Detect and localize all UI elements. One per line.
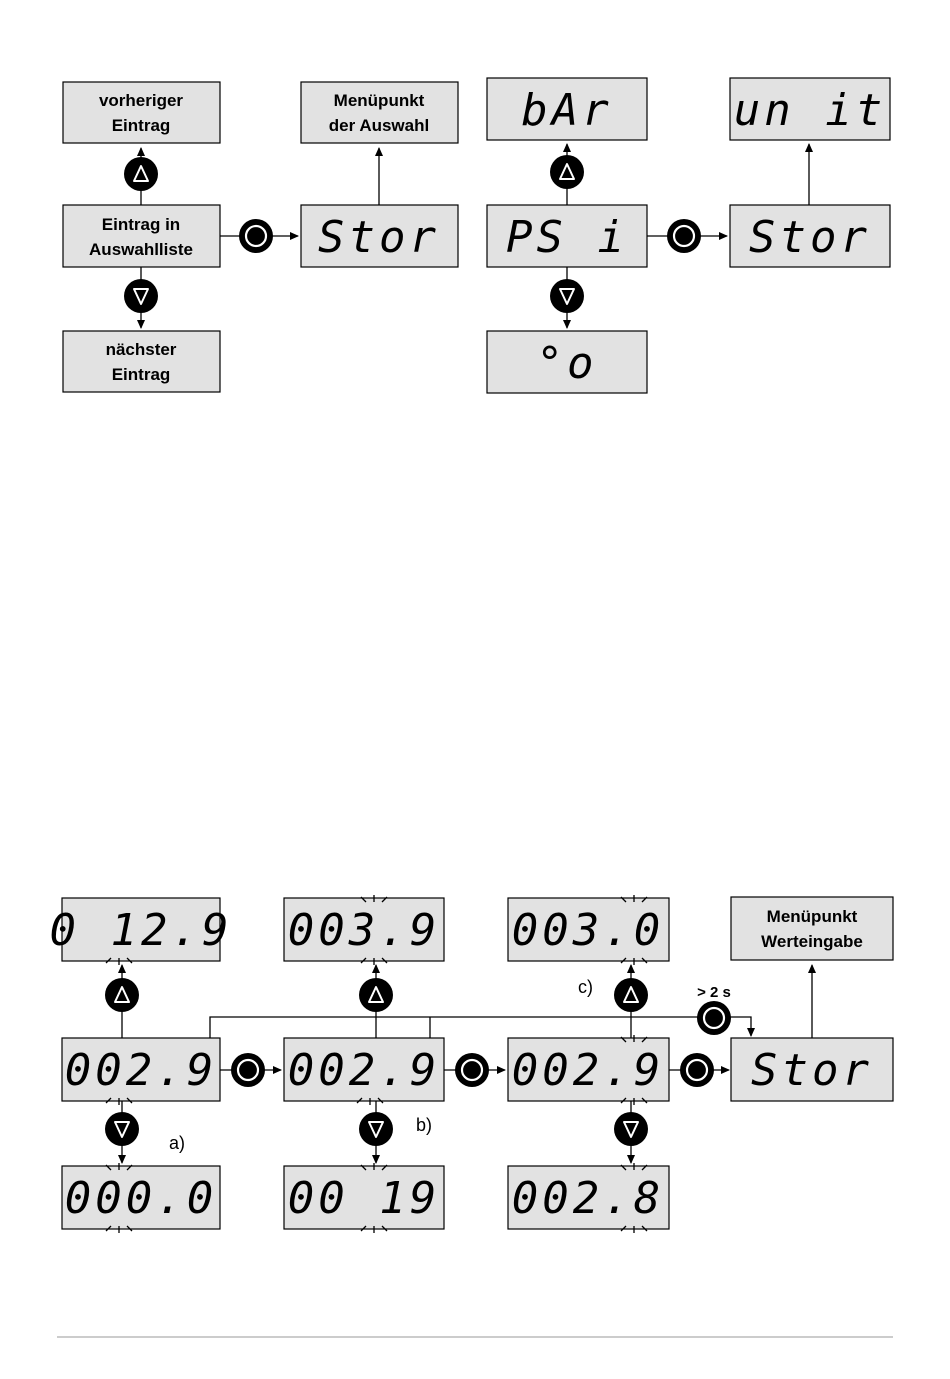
next-entry-line1: nächster [106,340,177,359]
unit-bar-text: bAr [521,85,612,136]
store-display-bottom: Stor [731,1038,893,1101]
enter-button-icon [231,1053,265,1087]
up-button-icon [124,157,158,191]
down-button-icon [105,1112,139,1146]
enter-button-icon [667,219,701,253]
top-right-diagram: bAr PS i °o Stor un it [487,78,890,393]
bottom-diagram: 0 12.9 002.9 000.0 a) 003.9 002.9 00 19 … [50,895,893,1233]
col-c-up-display: 003.0 [508,898,669,961]
down-button-icon [124,279,158,313]
unit-psi-display: PS i [487,205,647,267]
store-display-right-text: Stor [749,212,871,263]
unit-next-text: °o [537,338,598,389]
enter-button-icon [455,1053,489,1087]
store-display: Stor [301,205,458,267]
up-button-icon [105,978,139,1012]
store-display-right: Stor [730,205,890,267]
next-entry-box: nächster Eintrag [63,331,220,392]
col-b-down-display: 00 19 [284,1166,444,1229]
current-entry-line2: Auswahlliste [89,240,193,259]
col-a-label: a) [169,1133,185,1153]
next-entry-line2: Eintrag [112,365,171,384]
col-b-up-text: 003.9 [288,905,440,956]
enter-button-icon [239,219,273,253]
col-c-up-text: 003.0 [512,905,664,956]
menu-selection-line1: Menüpunkt [334,91,425,110]
col-c-current-text: 002.9 [512,1045,664,1096]
menu-selection-line2: der Auswahl [329,116,429,135]
menu-selection-box: Menüpunkt der Auswahl [301,82,458,143]
unit-menu-display: un it [730,78,890,140]
unit-next-display: °o [487,331,647,393]
store-display-text: Stor [318,212,440,263]
col-a-up-display: 0 12.9 [50,898,233,961]
top-left-diagram: vorheriger Eintrag Eintrag in Auswahllis… [63,82,458,392]
col-a-up-text: 0 12.9 [50,905,233,956]
unit-bar-display: bAr [487,78,647,140]
hold-duration-label: > 2 s [697,984,731,1001]
col-a-current-display: 002.9 [62,1038,220,1101]
down-button-icon [359,1112,393,1146]
prev-entry-box: vorheriger Eintrag [63,82,220,143]
up-button-icon [550,155,584,189]
current-entry-line1: Eintrag in [102,215,180,234]
menu-value-entry-box: Menüpunkt Werteingabe [731,897,893,960]
unit-psi-text: PS i [506,212,628,263]
col-c-label: c) [578,977,593,997]
col-a-current-text: 002.9 [65,1045,217,1096]
col-a-down-text: 000.0 [65,1173,217,1224]
up-button-icon [359,978,393,1012]
col-b-down-text: 00 19 [288,1173,440,1224]
down-button-icon [614,1112,648,1146]
prev-entry-line1: vorheriger [99,91,183,110]
current-entry-box: Eintrag in Auswahlliste [63,205,220,267]
col-b-current-display: 002.9 [284,1038,444,1101]
col-c-down-text: 002.8 [512,1173,664,1224]
prev-entry-line2: Eintrag [112,116,171,135]
store-display-bottom-text: Stor [751,1045,873,1096]
enter-button-icon [680,1053,714,1087]
menu-value-entry-line1: Menüpunkt [767,907,858,926]
unit-menu-text: un it [734,85,886,136]
menu-value-entry-line2: Werteingabe [761,932,863,951]
col-a-down-display: 000.0 [62,1166,220,1229]
col-c-down-display: 002.8 [508,1166,669,1229]
enter-hold-button-icon [697,1001,731,1035]
col-b-up-display: 003.9 [284,898,444,961]
up-button-icon [614,978,648,1012]
down-button-icon [550,279,584,313]
col-c-current-display: 002.9 [508,1038,669,1101]
col-b-current-text: 002.9 [288,1045,440,1096]
col-b-label: b) [416,1115,432,1135]
